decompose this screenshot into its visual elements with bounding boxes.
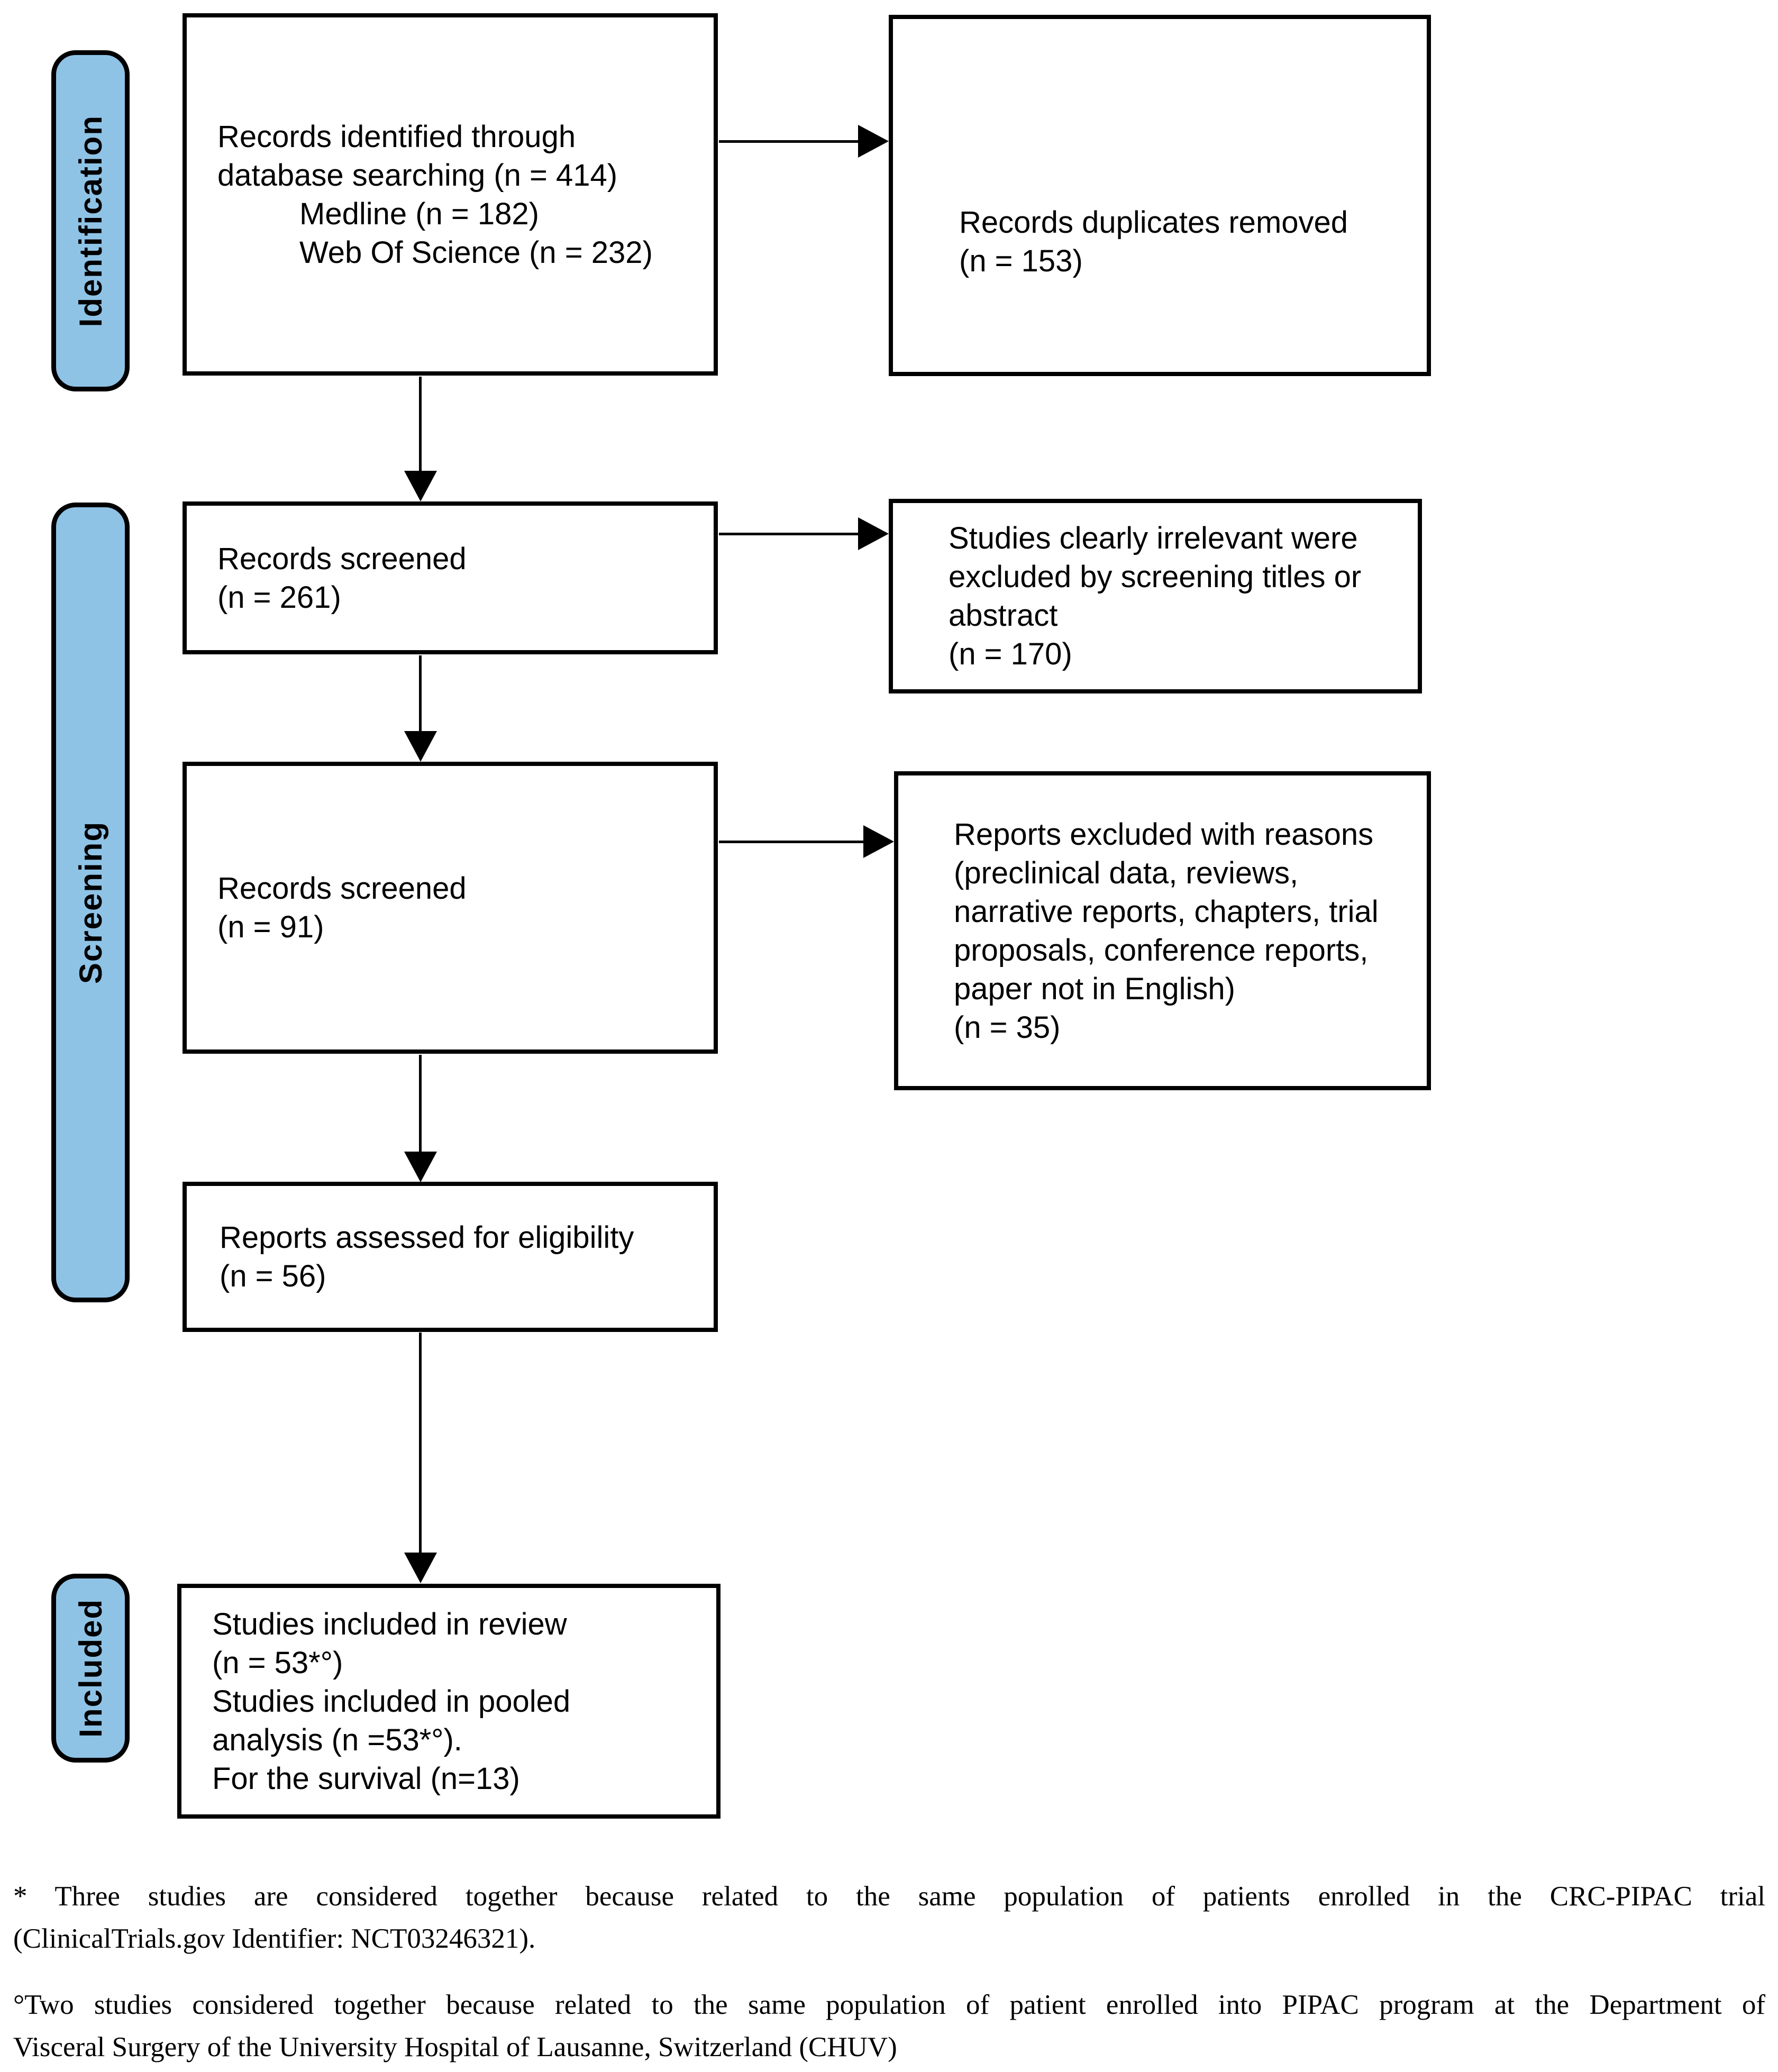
flow-arrow-line-vertical-3 (419, 1055, 422, 1153)
box-records-identified: Records identified through database sear… (183, 13, 718, 376)
box-records-screened-first: Records screened (n = 261) (183, 501, 718, 654)
box-text-line: (n = 56) (220, 1259, 326, 1293)
stage-label-included: Included (72, 1599, 108, 1738)
flow-arrow-line-vertical-2 (419, 655, 422, 732)
box-text-line: (n = 261) (217, 580, 341, 615)
box-duplicates-removed: Records duplicates removed (n = 153) (889, 15, 1431, 376)
box-text-line: Web Of Science (n = 232) (299, 235, 653, 270)
box-studies-included: Studies included in review (n = 53*°) St… (177, 1584, 721, 1819)
flow-arrow-line-vertical-4 (419, 1332, 422, 1554)
box-text-line: Records identified through (217, 119, 576, 154)
box-text-line: Reports excluded with reasons (954, 817, 1374, 852)
box-irrelevant-excluded: Studies clearly irrelevant were excluded… (889, 499, 1422, 693)
arrow-right-icon (858, 517, 889, 550)
flow-arrow-line-horizontal-3 (719, 841, 863, 843)
arrow-down-icon (404, 731, 437, 762)
box-text-line: For the survival (n=13) (212, 1761, 520, 1796)
box-text-line: Records duplicates removed (959, 205, 1348, 240)
box-text-line: (n = 170) (949, 637, 1072, 671)
box-text-line: excluded by screening titles or (949, 560, 1362, 594)
box-text-line: abstract (949, 598, 1058, 633)
box-text-line: proposals, conference reports, (954, 933, 1369, 967)
footnote-asterisk: * Three studies are considered together … (13, 1875, 1765, 1960)
box-text-line: (n = 35) (954, 1010, 1061, 1045)
box-text-line: Records screened (217, 871, 467, 906)
box-records-screened-second: Records screened (n = 91) (183, 762, 718, 1054)
box-reports-assessed: Reports assessed for eligibility (n = 56… (183, 1182, 718, 1332)
footnote-line: (ClinicalTrials.gov Identifier: NCT03246… (13, 1923, 536, 1954)
box-text-line: Medline (n = 182) (299, 196, 539, 231)
box-text-line: narrative reports, chapters, trial (954, 894, 1379, 929)
box-text-line: analysis (n =53*°). (212, 1722, 462, 1757)
flow-arrow-line-horizontal-2 (719, 533, 858, 535)
box-text-line: Studies included in pooled (212, 1684, 571, 1719)
box-text-line: (preclinical data, reviews, (954, 855, 1299, 890)
stage-bar-included: Included (51, 1574, 130, 1763)
box-text-line: (n = 53*°) (212, 1645, 343, 1680)
arrow-down-icon (404, 1553, 437, 1583)
arrow-down-icon (404, 1152, 437, 1182)
box-text-line: database searching (n = 414) (217, 158, 618, 193)
stage-bar-identification: Identification (51, 50, 130, 391)
box-reports-excluded: Reports excluded with reasons (preclinic… (894, 771, 1431, 1090)
box-text-line: Studies clearly irrelevant were (949, 521, 1358, 555)
box-text-line: Studies included in review (212, 1607, 567, 1641)
arrow-right-icon (858, 125, 889, 158)
box-text-line: Reports assessed for eligibility (220, 1220, 634, 1255)
stage-label-identification: Identification (72, 114, 108, 327)
stage-label-screening: Screening (72, 820, 108, 984)
stage-bar-screening: Screening (51, 503, 130, 1302)
box-text-line: paper not in English) (954, 971, 1235, 1006)
arrow-down-icon (404, 471, 437, 501)
flow-arrow-line-vertical-1 (419, 377, 422, 472)
footnote-line: * Three studies are considered together … (13, 1881, 1765, 1912)
footnote-degree: °Two studies considered together because… (13, 1984, 1765, 2068)
box-text-line: (n = 91) (217, 910, 324, 944)
footnote-line: Visceral Surgery of the University Hospi… (13, 2032, 897, 2062)
box-text-line: (n = 153) (959, 244, 1083, 278)
footnote-line: °Two studies considered together because… (13, 1989, 1765, 2020)
arrow-right-icon (863, 825, 894, 858)
box-text-line: Records screened (217, 541, 467, 576)
flow-arrow-line-horizontal-1 (719, 140, 858, 143)
